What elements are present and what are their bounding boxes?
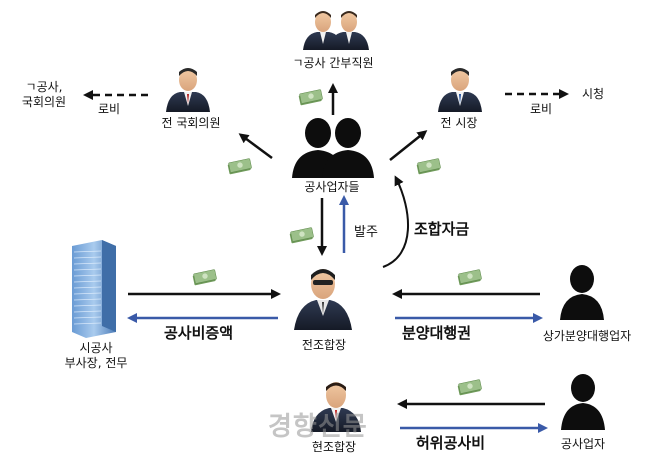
money-icon bbox=[289, 226, 315, 244]
sales-rights-label: 분양대행권 bbox=[402, 324, 472, 342]
current-union-head-icon bbox=[311, 382, 361, 432]
lobby-left-label: 로비 bbox=[98, 102, 121, 116]
building-window-line bbox=[73, 280, 102, 283]
building-window-line bbox=[73, 310, 102, 313]
arrow-contractors-to-mayor bbox=[389, 130, 428, 161]
arrow-union-funds bbox=[382, 175, 410, 268]
building-window-line bbox=[73, 292, 102, 295]
contractor-icon bbox=[561, 374, 605, 430]
gongsa-assembly-label: ㄱ공사, 국회의원 bbox=[21, 80, 67, 109]
building-window-line bbox=[73, 316, 102, 319]
building-icon bbox=[72, 240, 116, 338]
former-mayor-label: 전 시장 bbox=[440, 116, 478, 130]
former-union-head-label: 전조합장 bbox=[301, 338, 347, 352]
building-window-line bbox=[73, 250, 102, 253]
watermark: 경향신문 bbox=[268, 412, 368, 442]
order-label: 발주 bbox=[354, 225, 378, 240]
union-funds-label: 조합자금 bbox=[414, 220, 470, 238]
building-window-line bbox=[73, 262, 102, 265]
money-icon bbox=[457, 268, 483, 286]
city-hall-label: 시청 bbox=[582, 87, 605, 101]
building-window-line bbox=[73, 304, 102, 307]
current-union-head-label: 현조합장 bbox=[311, 440, 357, 454]
fake-cost-label: 허위공사비 bbox=[416, 434, 486, 452]
former-lawmaker-icon bbox=[166, 68, 210, 112]
former-mayor-icon bbox=[438, 68, 482, 112]
building-window-line bbox=[73, 286, 102, 289]
money-icon bbox=[298, 88, 324, 106]
commercial-agent-label: 상가분양대행업자 bbox=[542, 329, 632, 343]
building-window-line bbox=[73, 268, 102, 271]
commercial-agent-icon bbox=[560, 265, 604, 320]
building-window-line bbox=[73, 298, 102, 301]
former-union-head-icon bbox=[294, 269, 352, 330]
increase-cost-label: 공사비증액 bbox=[164, 324, 234, 342]
contractor-label: 공사업자 bbox=[560, 437, 606, 451]
money-icon bbox=[192, 268, 218, 286]
former-lawmaker-label: 전 국회의원 bbox=[161, 116, 221, 130]
gongsa-staff-label: ㄱ공사 간부직원 bbox=[292, 56, 374, 70]
contractors-icon bbox=[292, 118, 374, 178]
staff-icon bbox=[303, 11, 369, 50]
money-icon bbox=[416, 157, 442, 175]
building-window-line bbox=[73, 256, 102, 259]
building-window-line bbox=[73, 322, 102, 325]
contractors-label: 공사업자들 bbox=[304, 180, 360, 194]
building-window-line bbox=[73, 274, 102, 277]
city-corp-label: 시공사 부사장, 전무 bbox=[64, 341, 128, 370]
money-icon bbox=[457, 378, 483, 396]
lobby-right-label: 로비 bbox=[530, 102, 553, 116]
arrow-contractors-to-lawmaker bbox=[238, 133, 273, 160]
money-icon bbox=[227, 157, 253, 175]
